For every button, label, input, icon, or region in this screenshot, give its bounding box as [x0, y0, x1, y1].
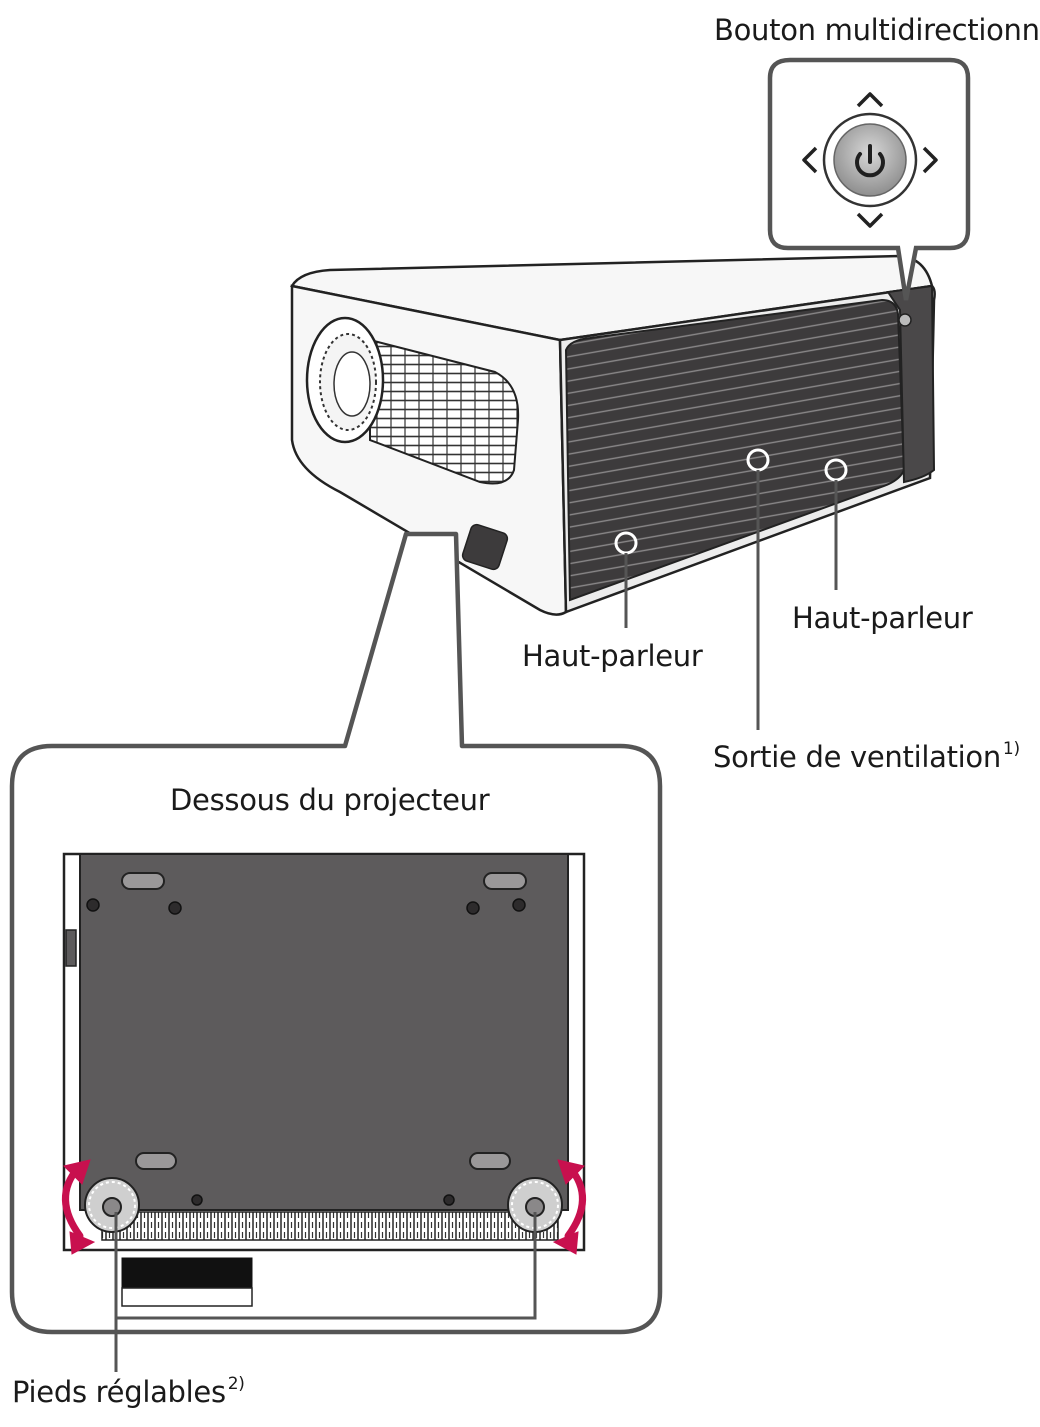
label-speaker-left: Haut-parleur — [522, 639, 703, 673]
chevron-left-icon — [802, 146, 818, 174]
ir-receiver — [461, 523, 509, 571]
adjustable-feet-footnote: 2) — [227, 1374, 245, 1394]
projector-diagram — [9, 57, 971, 1372]
rotate-arrow-icon — [62, 1159, 96, 1255]
adjustable-feet-text: Pieds réglables — [12, 1375, 226, 1409]
label-multidirectional-button: Bouton multidirectionn — [714, 13, 1040, 47]
rotate-arrow-icon — [552, 1159, 586, 1255]
rubber-pads — [121, 872, 527, 1170]
adjustable-foot-right — [507, 1177, 563, 1233]
button-panel — [886, 284, 936, 484]
chevron-right-icon — [922, 146, 938, 174]
label-underside-title: Dessous du projecteur — [170, 783, 490, 817]
speaker-grille — [564, 298, 906, 602]
label-speaker-right: Haut-parleur — [792, 601, 973, 635]
rating-label-light — [121, 1287, 253, 1307]
underside-inset — [9, 531, 663, 1372]
rating-label-dark — [121, 1257, 253, 1289]
chevron-up-icon — [856, 92, 884, 108]
lens-inner — [333, 351, 371, 417]
underside-side-tab — [65, 929, 77, 967]
power-icon — [855, 144, 885, 178]
adjustable-feet-leader — [116, 1212, 537, 1320]
underside-vent-strip — [101, 1211, 559, 1241]
projector-body — [290, 254, 936, 616]
screws — [86, 898, 526, 1206]
front-vent-grille — [369, 338, 520, 485]
diagram-stage: Bouton multidirectionn Haut-parleur Haut… — [9, 16, 1040, 1409]
ventilation-outlet-text: Sortie de ventilation — [713, 740, 1001, 774]
multidirectional-button-dot — [898, 313, 912, 327]
chevron-down-icon — [856, 212, 884, 228]
button-inset — [767, 57, 971, 301]
ventilation-footnote: 1) — [1002, 739, 1020, 759]
underside-panel — [79, 853, 569, 1211]
callout-markers — [614, 448, 848, 730]
adjustable-foot-left — [84, 1177, 140, 1233]
